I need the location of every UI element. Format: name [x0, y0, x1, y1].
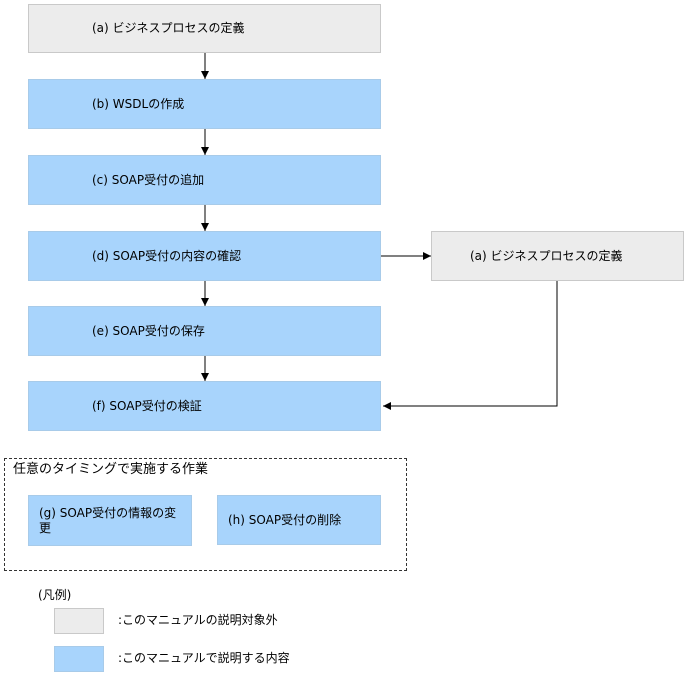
step-g-change-soap-reception-info: (g) SOAP受付の情報の変更 [28, 495, 192, 546]
step-d-confirm-soap-reception: (d) SOAP受付の内容の確認 [28, 231, 381, 281]
step-c-add-soap-reception: (c) SOAP受付の追加 [28, 155, 381, 205]
step-h-label: (h) SOAP受付の削除 [228, 512, 342, 527]
step-a-label: (a) ビジネスプロセスの定義 [92, 21, 245, 35]
step-e-label: (e) SOAP受付の保存 [92, 323, 205, 338]
side-step-a-label: (a) ビジネスプロセスの定義 [470, 248, 623, 263]
legend-swatch-in-scope [54, 646, 104, 672]
optional-tasks-group [4, 458, 407, 571]
step-f-label: (f) SOAP受付の検証 [92, 398, 202, 413]
step-b-create-wsdl: (b) WSDLの作成 [28, 79, 381, 129]
step-e-save-soap-reception: (e) SOAP受付の保存 [28, 306, 381, 356]
legend-in-scope-label: :このマニュアルで説明する内容 [118, 651, 290, 665]
step-c-label: (c) SOAP受付の追加 [92, 172, 205, 187]
step-a-define-business-process: (a) ビジネスプロセスの定義 [28, 4, 381, 53]
arrow-side-to-f [383, 281, 558, 410]
legend-swatch-out-of-scope [54, 608, 104, 634]
step-h-delete-soap-reception: (h) SOAP受付の削除 [217, 495, 381, 545]
legend-out-of-scope-label: :このマニュアルの説明対象外 [118, 613, 278, 627]
side-step-a-define-business-process: (a) ビジネスプロセスの定義 [431, 231, 684, 281]
step-f-verify-soap-reception: (f) SOAP受付の検証 [28, 381, 381, 431]
legend-title: (凡例) [38, 588, 72, 602]
optional-tasks-title: 任意のタイミングで実施する作業 [13, 462, 209, 477]
step-b-label: (b) WSDLの作成 [92, 96, 185, 111]
step-d-label: (d) SOAP受付の内容の確認 [92, 248, 242, 263]
step-g-label: (g) SOAP受付の情報の変更 [39, 505, 177, 535]
